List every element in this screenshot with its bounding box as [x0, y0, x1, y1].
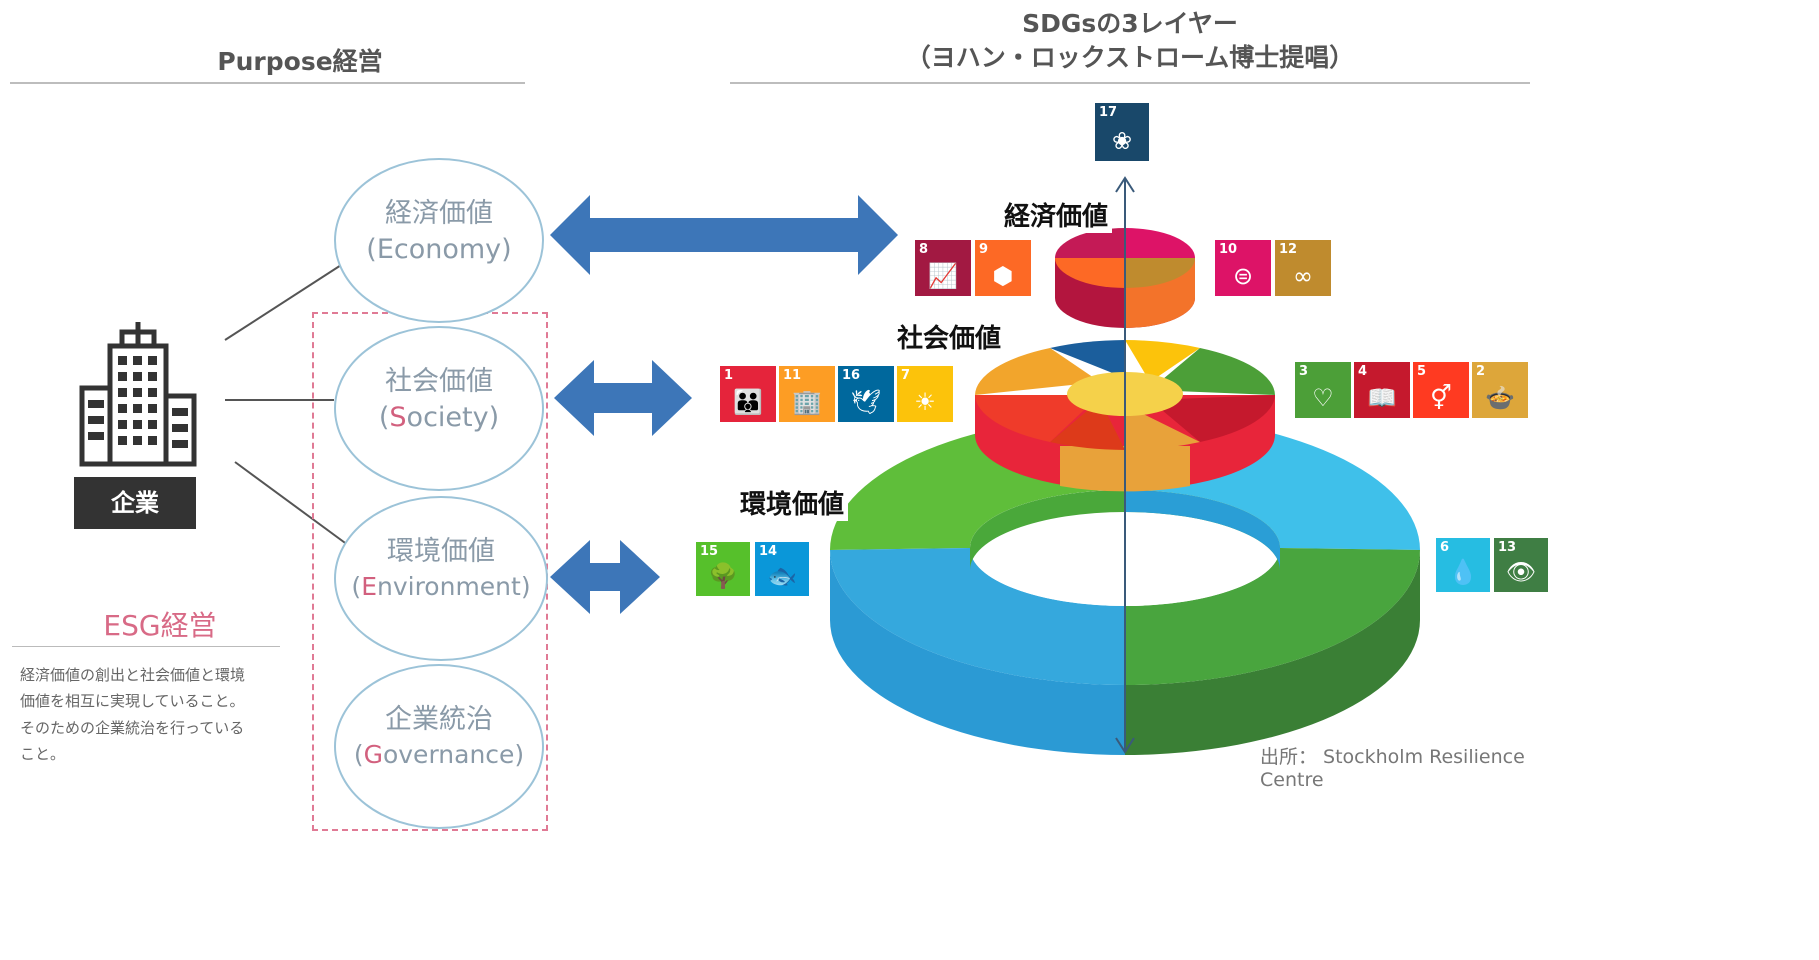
society-value-en: (Society)	[378, 402, 500, 434]
source-credit: 出所： Stockholm Resilience Centre	[1260, 746, 1525, 791]
sdg-goal-4-icon: 4📖	[1354, 362, 1410, 418]
esg-line-2: 価値を相互に実現していること。	[20, 692, 245, 711]
sdg-goal-15-icon: 15🌳	[696, 542, 750, 596]
purpose-header: Purpose経営	[217, 47, 383, 76]
sdg-goal-6-icon: 6💧	[1436, 538, 1490, 592]
society-value-circle: 社会価値 (Society)	[334, 326, 544, 491]
sdg-goal-14-icon: 14🐟	[755, 542, 809, 596]
environment-value-circle: 環境価値 (Environment)	[334, 496, 548, 661]
sdgs-header-line1: SDGsの3レイヤー	[1022, 9, 1238, 38]
environment-arrow	[550, 540, 660, 614]
society-value-jp: 社会価値	[385, 366, 493, 397]
company-building-icon	[79, 322, 197, 467]
sdgs-header-line2: （ヨハン・ロックストローム博士提唱）	[905, 43, 1355, 72]
sdg-goal-13-icon: 13👁	[1494, 538, 1548, 592]
esg-line-3: そのための企業統治を行っている	[20, 718, 245, 737]
sdg-goal-9-icon: 9⬢	[975, 240, 1031, 296]
bidirectional-arrows	[550, 195, 898, 614]
sdg-goal-7-icon: 7☀	[897, 366, 953, 422]
esg-description: 経済価値の創出と社会価値と環境 価値を相互に実現していること。 そのための企業統…	[20, 662, 300, 767]
sdg-goal-17-icon: 17❀	[1095, 103, 1149, 161]
sdg-goal-8-icon: 8📈	[915, 240, 971, 296]
economy-value-jp: 経済価値	[385, 198, 493, 229]
governance-value-en: (Governance)	[353, 740, 525, 770]
society-arrow	[554, 360, 692, 436]
layer-label-society: 社会価値	[893, 318, 1006, 355]
environment-value-jp: 環境価値	[387, 536, 495, 567]
sdg-goal-2-icon: 2🍲	[1472, 362, 1528, 418]
sdg-goal-3-icon: 3♡	[1295, 362, 1351, 418]
sdg-goal-1-icon: 1👪	[720, 366, 776, 422]
esg-title: ESG経営	[103, 609, 217, 642]
company-connectors	[224, 257, 353, 549]
economy-value-en: (Economy)	[366, 234, 512, 266]
environment-value-en: (Environment)	[351, 572, 531, 602]
sdg-goal-16-icon: 16🕊	[838, 366, 894, 422]
sdg-goal-11-icon: 11🏢	[779, 366, 835, 422]
sdgs-header-rule	[730, 82, 1530, 84]
esg-line-4: こと。	[20, 744, 66, 763]
sdg-goal-12-icon: 12∞	[1275, 240, 1331, 296]
layer-label-economy: 経済価値	[1000, 196, 1113, 233]
governance-value-circle: 企業統治 (Governance)	[334, 664, 544, 829]
economy-arrow	[550, 195, 898, 275]
economy-value-circle: 経済価値 (Economy)	[334, 158, 544, 323]
purpose-header-rule	[10, 82, 525, 84]
layer-label-environment: 環境価値	[736, 484, 849, 521]
company-label: 企業	[74, 477, 196, 529]
sdg-goal-5-icon: 5⚥	[1413, 362, 1469, 418]
sdgs-wedding-cake	[830, 176, 1420, 755]
esg-title-rule	[12, 646, 280, 647]
governance-value-jp: 企業統治	[385, 704, 493, 735]
sdg-goal-10-icon: 10⊜	[1215, 240, 1271, 296]
esg-line-1: 経済価値の創出と社会価値と環境	[20, 666, 246, 684]
